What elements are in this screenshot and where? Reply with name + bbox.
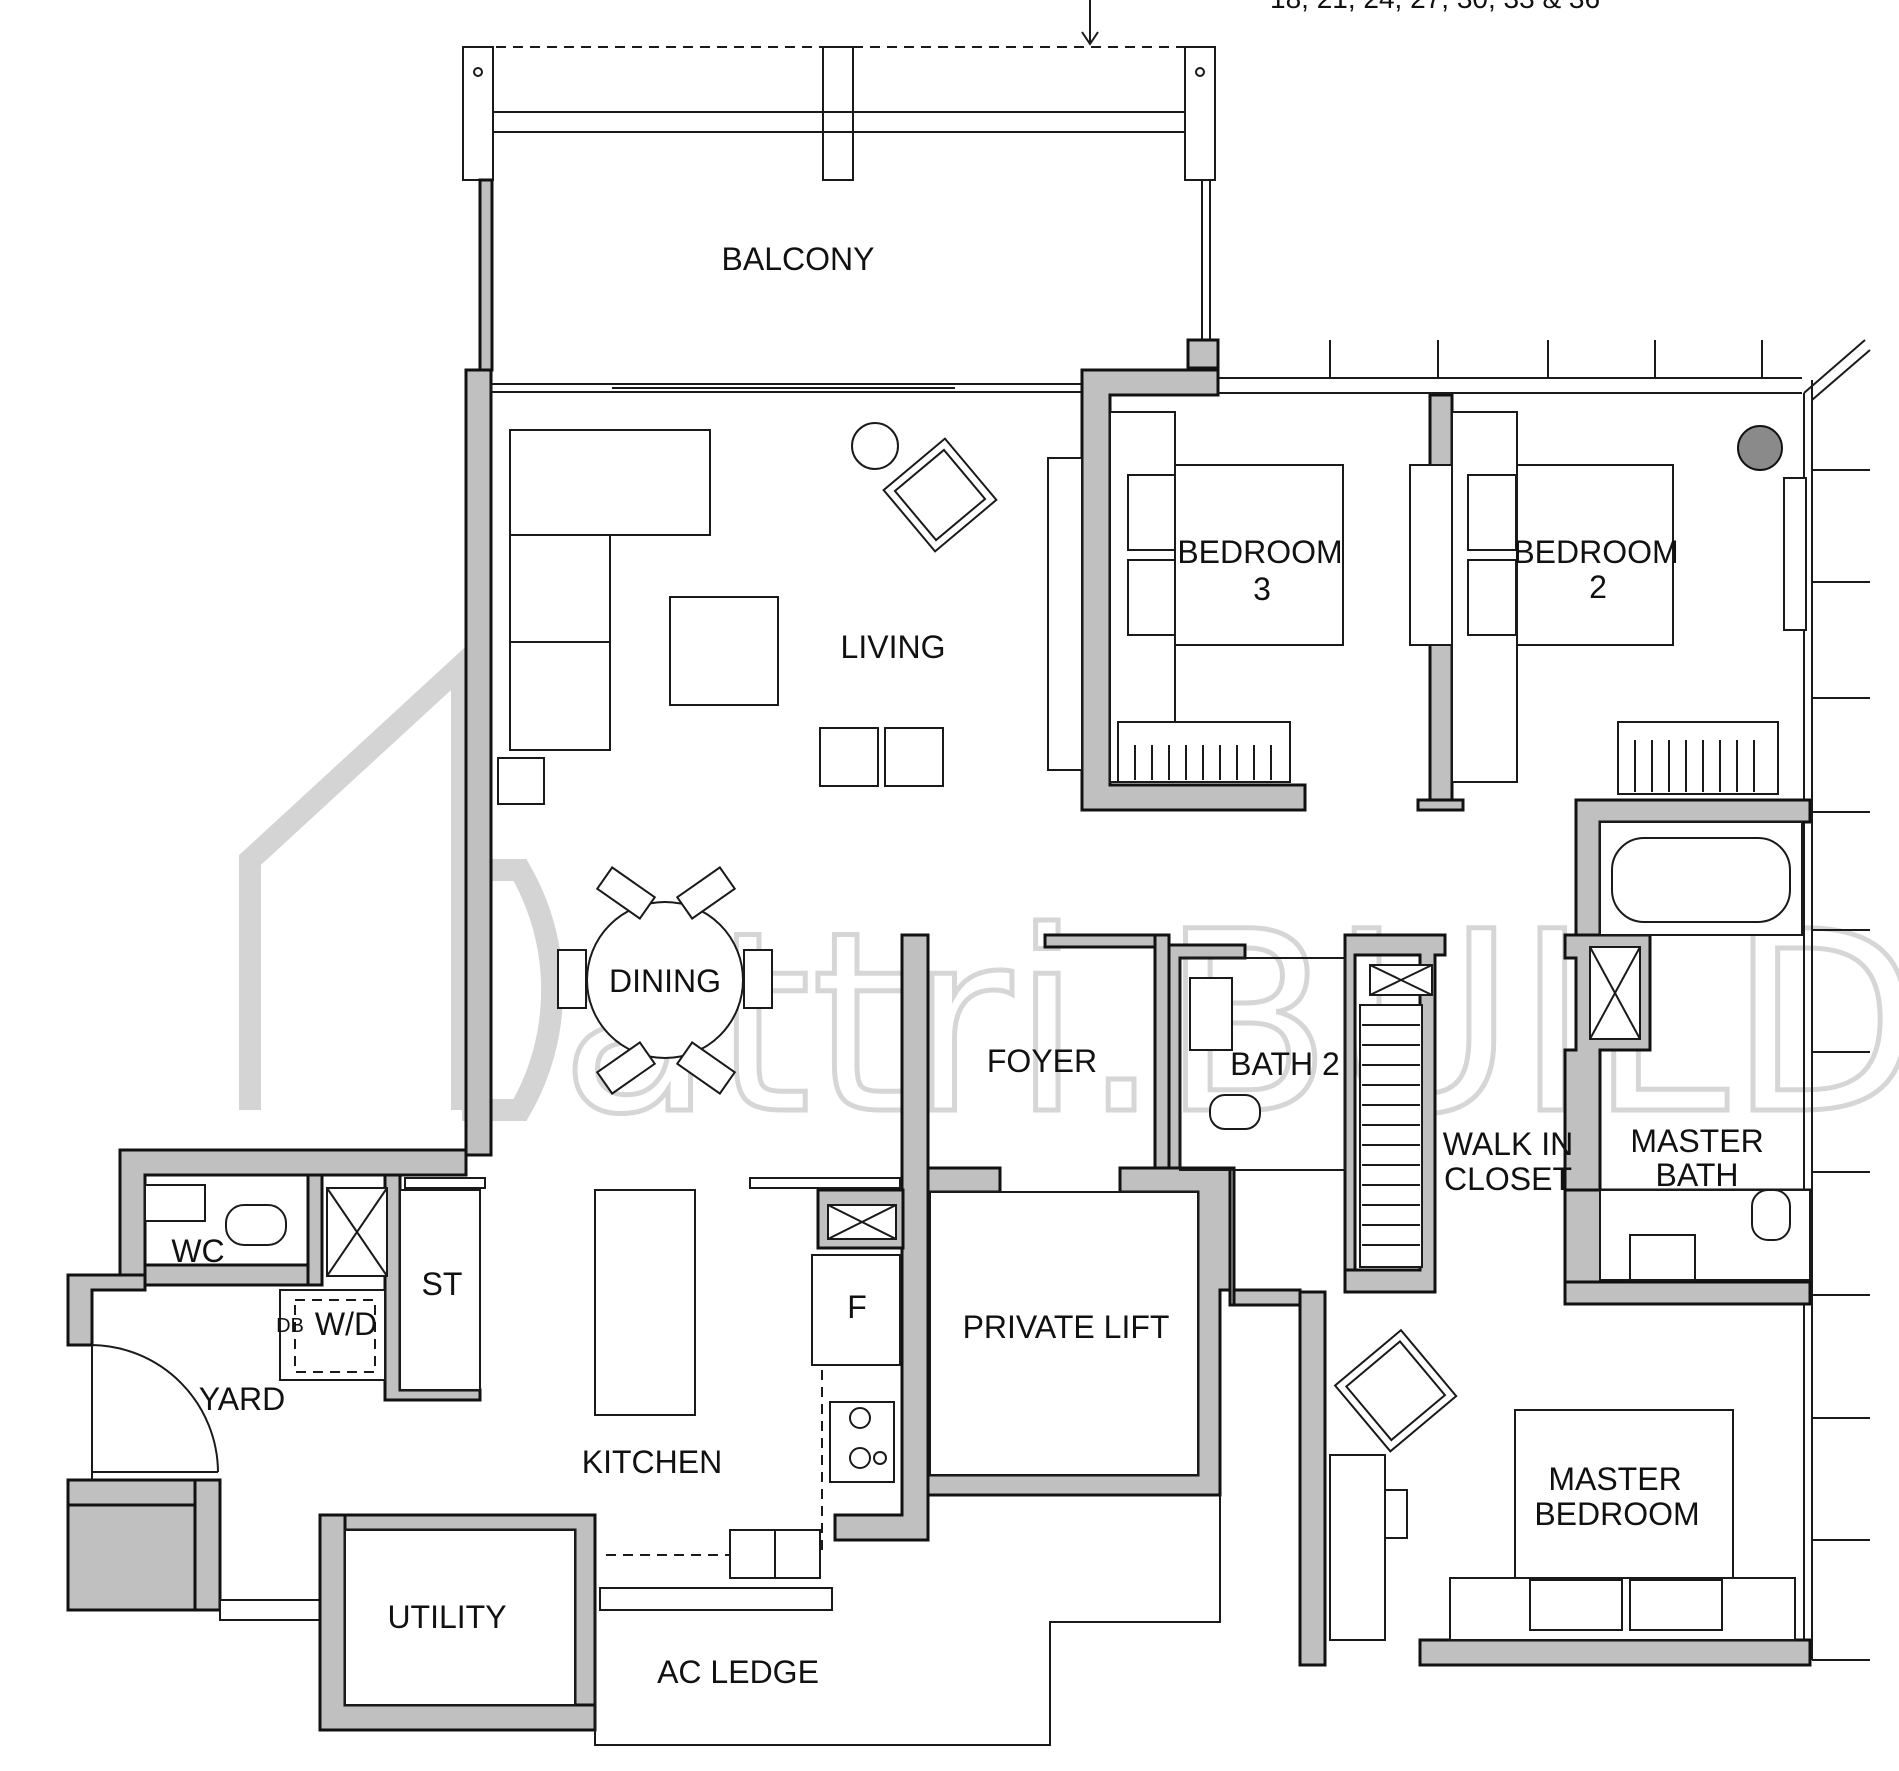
label-closet: CLOSET <box>1444 1161 1572 1197</box>
living-furniture <box>497 422 1083 805</box>
label-living: LIVING <box>841 629 946 665</box>
balcony <box>462 46 1220 372</box>
bedroom2-furniture <box>1409 411 1807 795</box>
bedroom3-furniture <box>1109 411 1344 783</box>
label-wc: WC <box>171 1233 224 1269</box>
label-master-bath: MASTER <box>1630 1123 1763 1159</box>
ac-ledge-outline <box>594 1495 1221 1746</box>
label-st: ST <box>422 1266 463 1302</box>
label-master-bedroom: MASTER <box>1548 1461 1681 1497</box>
kitchen-fixtures <box>404 1177 901 1611</box>
dining-set <box>557 866 773 1095</box>
service-fixtures <box>91 1184 481 1480</box>
label-bedroom3-number: 3 <box>1253 571 1271 607</box>
label-master-bedroom-2: BEDROOM <box>1534 1496 1699 1532</box>
label-wd: W/D <box>315 1306 377 1342</box>
label-foyer: FOYER <box>987 1043 1097 1079</box>
east-mullions <box>1329 340 1870 1661</box>
label-private-lift: PRIVATE LIFT <box>963 1309 1170 1345</box>
label-walkin: WALK IN <box>1443 1126 1573 1162</box>
label-ac-ledge: AC LEDGE <box>657 1654 819 1690</box>
header-note: 18, 21, 24, 27, 30, 33 & 36 <box>1270 0 1600 14</box>
bath2-fixtures <box>1179 957 1433 1171</box>
room-labels: BALCONY LIVING BEDROOM 3 BEDROOM 2 DININ… <box>171 241 1763 1690</box>
label-bedroom2: BEDROOM <box>1513 534 1678 570</box>
master-bedroom-furniture <box>1329 1328 1796 1641</box>
label-bedroom2-number: 2 <box>1589 569 1607 605</box>
label-utility: UTILITY <box>387 1599 506 1635</box>
label-kitchen: KITCHEN <box>582 1444 722 1480</box>
master-bath-fixtures <box>1589 821 1803 1281</box>
label-balcony: BALCONY <box>722 241 875 277</box>
label-bedroom3: BEDROOM <box>1177 534 1342 570</box>
walkin-shelving <box>1359 1004 1423 1268</box>
label-fridge: F <box>847 1289 867 1325</box>
label-dining: DINING <box>609 963 721 999</box>
label-yard: YARD <box>199 1381 286 1417</box>
label-master-bath-2: BATH <box>1656 1157 1739 1193</box>
label-bath2: BATH 2 <box>1230 1046 1340 1082</box>
label-db: DB <box>276 1315 304 1337</box>
